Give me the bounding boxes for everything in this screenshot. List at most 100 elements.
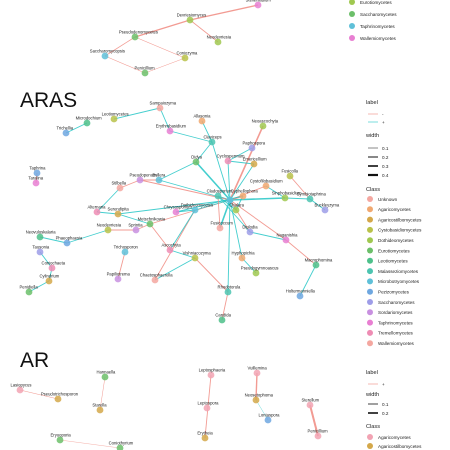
legend-swatch bbox=[367, 226, 373, 233]
network-node bbox=[181, 54, 189, 62]
network-edge bbox=[66, 229, 109, 244]
node-label: Candida bbox=[215, 312, 231, 317]
panel-title-aras: ARAS bbox=[20, 89, 77, 112]
network-edge bbox=[309, 404, 319, 437]
network-edge bbox=[227, 160, 255, 165]
legend-swatch bbox=[349, 35, 355, 41]
legend-aras: label - + width 0.1 0.2 0.3 0.4 Class Un… bbox=[365, 100, 422, 347]
node-label: Emericellium bbox=[243, 156, 267, 161]
network-node bbox=[45, 277, 53, 285]
node-label: Devriesiomyces bbox=[177, 12, 207, 17]
node-label: Fusicoccum bbox=[211, 220, 234, 225]
network-edge bbox=[154, 209, 196, 281]
network-edge bbox=[227, 199, 231, 293]
network-node bbox=[192, 158, 200, 166]
network-node bbox=[253, 369, 261, 377]
network-edge bbox=[194, 199, 231, 211]
node-label: Pseudogymnoascus bbox=[241, 265, 279, 270]
legend-swatch bbox=[367, 319, 373, 326]
node-label: Rhodotorula bbox=[218, 284, 241, 289]
node-label: Chalara bbox=[229, 202, 244, 207]
network-edge bbox=[217, 195, 221, 229]
legend-item: Pezizomycetes bbox=[378, 290, 410, 295]
network-edge bbox=[113, 107, 161, 120]
node-label: Leptospora bbox=[198, 400, 220, 405]
node-label: Pseudotrichosporon bbox=[41, 391, 79, 396]
legend-item: Agaricomycetes bbox=[378, 207, 411, 212]
network-edge bbox=[149, 223, 171, 251]
node-label: Erythrobasidium bbox=[156, 123, 187, 128]
node-label: Alternaria bbox=[88, 204, 107, 209]
network-node bbox=[238, 254, 246, 262]
node-label: Stilbella bbox=[111, 180, 126, 185]
node-label: Serendipita bbox=[108, 206, 130, 211]
node-label: Paphospora bbox=[243, 140, 266, 145]
network-edge bbox=[299, 264, 317, 297]
network-node bbox=[207, 371, 215, 379]
node-label: Lasiopycus bbox=[11, 382, 32, 387]
network-edge bbox=[265, 185, 286, 199]
network-node bbox=[172, 208, 180, 216]
network-node bbox=[214, 38, 222, 46]
network-edge bbox=[201, 120, 213, 143]
network-node bbox=[132, 226, 140, 234]
node-label: Claviceps bbox=[203, 134, 221, 139]
legend-swatch bbox=[367, 434, 373, 440]
node-label: Penicillium bbox=[308, 428, 329, 433]
legend-swatch bbox=[349, 11, 355, 17]
node-label: Fusicolla bbox=[281, 168, 298, 173]
legend-item: Malasseziomycetes bbox=[378, 269, 419, 274]
network-node bbox=[208, 138, 216, 146]
node-label: Taralina bbox=[28, 175, 43, 180]
node-label: Cylindrium bbox=[40, 273, 60, 278]
network-node bbox=[321, 206, 329, 214]
network-edge bbox=[229, 199, 251, 233]
node-label: Sterellum bbox=[301, 397, 319, 402]
node-label: Trichosporon bbox=[114, 244, 139, 249]
node-label: Pseudopenum bbox=[130, 172, 158, 177]
legend-swatch bbox=[367, 247, 373, 254]
legend-item: 0.4 bbox=[382, 173, 389, 178]
network-edge bbox=[19, 389, 59, 400]
network-edge bbox=[229, 197, 286, 201]
node-label: Phaeophaesia bbox=[56, 235, 83, 240]
network-node bbox=[104, 226, 112, 234]
legend-swatch bbox=[367, 257, 373, 264]
node-label: Vishniacozyma bbox=[183, 250, 212, 255]
legend-swatch bbox=[367, 216, 373, 223]
node-label: Bullera bbox=[152, 172, 166, 177]
legend-swatch bbox=[367, 340, 373, 347]
network-node bbox=[116, 444, 124, 450]
network-edge bbox=[144, 57, 186, 74]
node-label: Allasonia bbox=[193, 113, 211, 118]
legend-title-class: Class bbox=[366, 424, 380, 430]
network-edge bbox=[284, 197, 311, 200]
node-label: Papiliotrema bbox=[107, 271, 131, 276]
network-edge bbox=[221, 291, 229, 321]
network-edge bbox=[39, 236, 68, 244]
network-node bbox=[56, 436, 64, 444]
network-node bbox=[166, 246, 174, 254]
network-edge bbox=[194, 257, 229, 293]
legend-item: Wallemiomycetes bbox=[360, 36, 397, 41]
network-node bbox=[166, 127, 174, 135]
network-node bbox=[93, 208, 101, 216]
network-edge bbox=[249, 231, 287, 241]
network-node bbox=[48, 264, 56, 272]
network-edge bbox=[96, 187, 121, 213]
network-edge bbox=[217, 195, 251, 233]
node-label: Tausonia bbox=[32, 244, 49, 249]
legend-title-width: width bbox=[365, 133, 379, 139]
network-node bbox=[216, 224, 224, 232]
network-edge bbox=[134, 19, 191, 38]
network-node bbox=[16, 386, 24, 394]
network-edge bbox=[119, 179, 141, 189]
node-label: Diplodia bbox=[242, 224, 258, 229]
network-edge bbox=[59, 439, 121, 449]
network-edge bbox=[241, 257, 257, 274]
node-label-layer: StelleniadiumDevriesiomycesPseudodenomyc… bbox=[11, 0, 340, 445]
network-edge bbox=[158, 161, 197, 181]
network-edge bbox=[219, 199, 231, 229]
network-node bbox=[101, 52, 109, 60]
